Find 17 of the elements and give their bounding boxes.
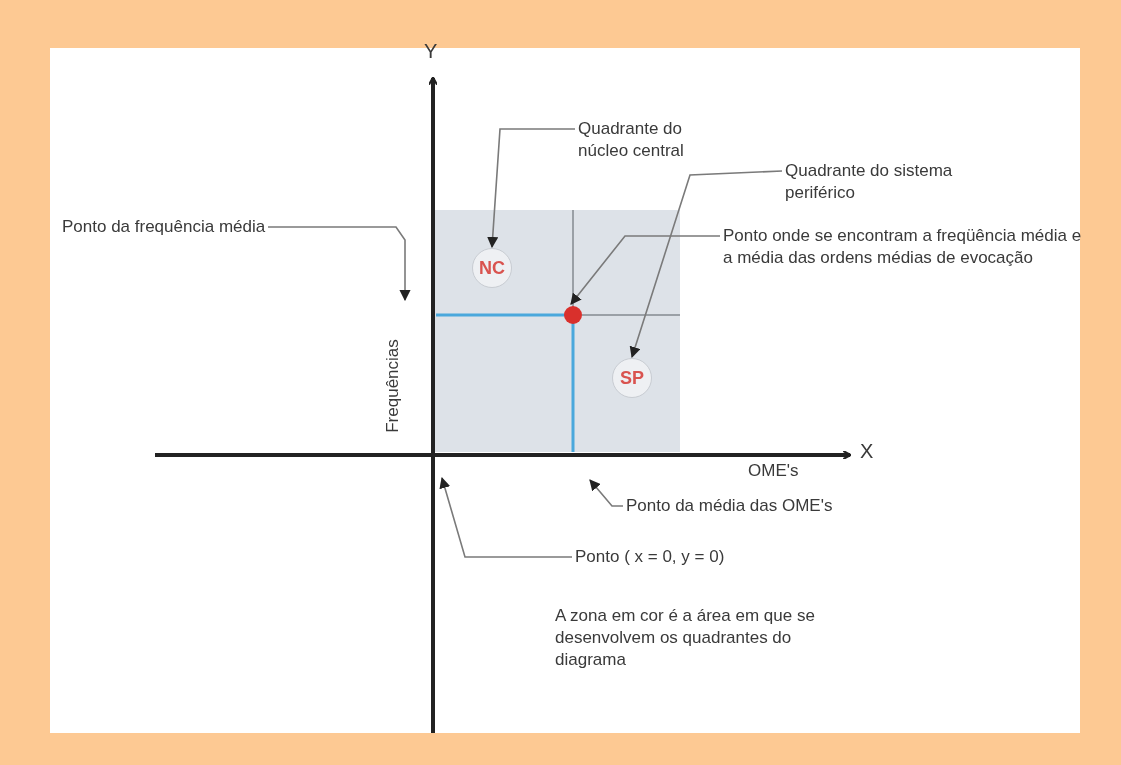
callout-text: Ponto da frequência média bbox=[62, 216, 266, 238]
callout-text: Quadrante do sistema periférico bbox=[785, 160, 985, 204]
axis-title: OME's bbox=[748, 460, 799, 482]
callout-text: Ponto ( x = 0, y = 0) bbox=[575, 546, 725, 568]
leader-line bbox=[487, 128, 576, 249]
callout-text: Ponto da média das OME's bbox=[626, 495, 833, 517]
note-text: A zona em cor é a área em que se desenvolvem os quadrantes do diagrama bbox=[555, 605, 816, 671]
leader-line bbox=[570, 235, 721, 305]
leader-line bbox=[589, 479, 624, 507]
leader-line bbox=[439, 476, 573, 558]
leader-line bbox=[267, 226, 411, 302]
axis-title: Frequências bbox=[381, 339, 403, 433]
axis-label: Y bbox=[424, 40, 438, 62]
callout-text: Quadrante do núcleo central bbox=[578, 118, 728, 162]
callout-text: Ponto onde se encontram a freqüência média e a média das ordens médias de evocação bbox=[723, 225, 1088, 269]
axis-label: X bbox=[860, 440, 874, 462]
leader-line bbox=[629, 170, 783, 359]
